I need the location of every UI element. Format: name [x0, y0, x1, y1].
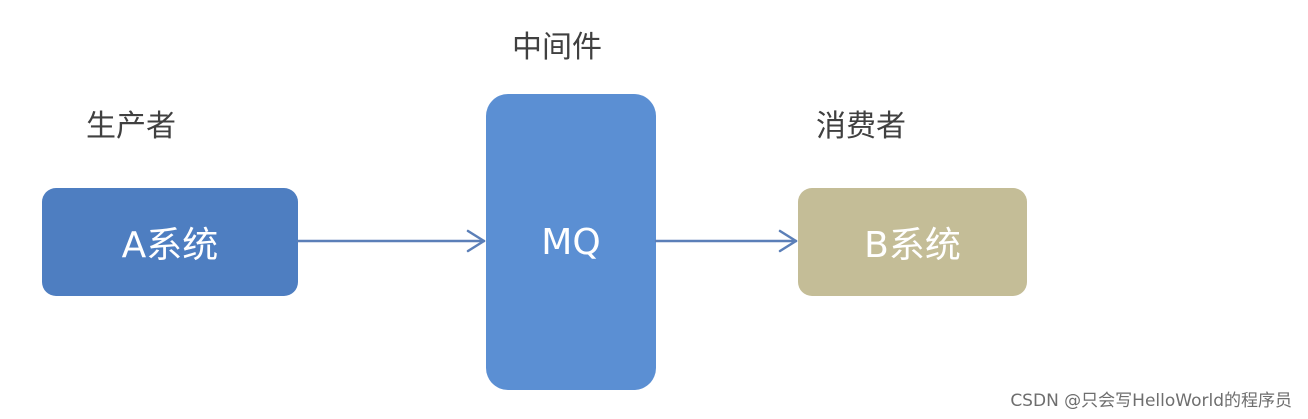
b-system-label: B系统 — [864, 225, 961, 266]
mq-label: MQ — [541, 221, 601, 263]
arrow-a-to-mq — [296, 229, 486, 253]
consumer-label: 消费者 — [816, 109, 906, 144]
a-system-node: A系统 — [42, 188, 298, 296]
arrow-mq-to-b — [654, 229, 798, 253]
watermark: CSDN @只会写HelloWorld的程序员 — [1010, 391, 1292, 411]
mq-node: MQ — [486, 94, 656, 390]
producer-label: 生产者 — [86, 109, 176, 144]
a-system-label: A系统 — [121, 225, 219, 266]
middleware-label: 中间件 — [512, 30, 602, 65]
b-system-node: B系统 — [798, 188, 1027, 296]
